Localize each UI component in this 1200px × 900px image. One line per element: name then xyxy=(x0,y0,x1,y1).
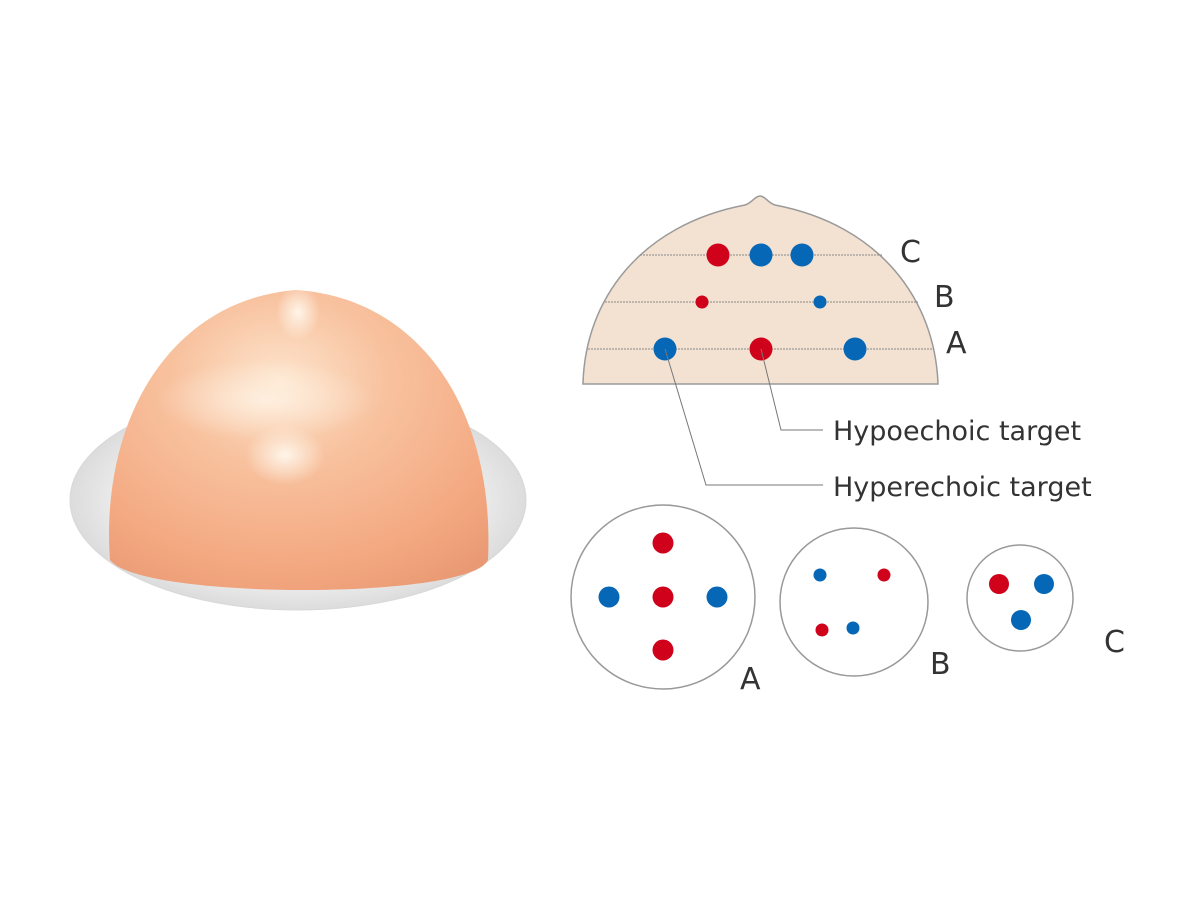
slice-label-c: C xyxy=(1104,625,1125,660)
slice-outline xyxy=(966,544,1074,652)
phantom-photo xyxy=(69,284,527,611)
cross-section-diagram: C B A Hypoechoic target Hyperechoic targ… xyxy=(582,195,1092,503)
hypoechoic-caption: Hypoechoic target xyxy=(833,416,1081,447)
hypoechoic-target xyxy=(815,623,829,637)
hypoechoic-target xyxy=(706,243,730,267)
highlight xyxy=(245,425,325,485)
slice-label-b: B xyxy=(930,647,951,682)
tissue-outline xyxy=(582,195,939,385)
hyperechoic-target xyxy=(706,586,728,608)
hyperechoic-caption: Hyperechoic target xyxy=(833,472,1092,503)
hypoechoic-leader-line xyxy=(760,348,823,431)
slice-a: A xyxy=(570,504,761,697)
hypoechoic-target xyxy=(877,568,891,582)
hyperechoic-target xyxy=(1034,574,1054,594)
slice-label-a: A xyxy=(740,662,761,697)
slice-outline xyxy=(779,527,929,677)
hyperechoic-target xyxy=(843,337,867,361)
hyperechoic-target xyxy=(598,586,620,608)
hypoechoic-target xyxy=(989,574,1009,594)
level-label-c: C xyxy=(900,235,921,270)
hypoechoic-target xyxy=(652,532,674,554)
hypoechoic-target xyxy=(695,295,709,309)
hypoechoic-target xyxy=(652,586,674,608)
hypoechoic-target xyxy=(652,639,674,661)
hyperechoic-target xyxy=(790,243,814,267)
highlight xyxy=(155,360,375,440)
hyperechoic-target xyxy=(813,295,827,309)
level-label-b: B xyxy=(934,280,955,315)
hyperechoic-target xyxy=(1011,610,1031,630)
hyperechoic-target xyxy=(749,243,773,267)
slice-c: C xyxy=(966,544,1125,660)
level-label-a: A xyxy=(946,326,967,361)
hyperechoic-target xyxy=(813,568,827,582)
nipple-highlight xyxy=(276,284,320,340)
hyperechoic-leader-line xyxy=(664,348,823,486)
slice-b: B xyxy=(779,527,951,682)
hyperechoic-target xyxy=(846,621,860,635)
